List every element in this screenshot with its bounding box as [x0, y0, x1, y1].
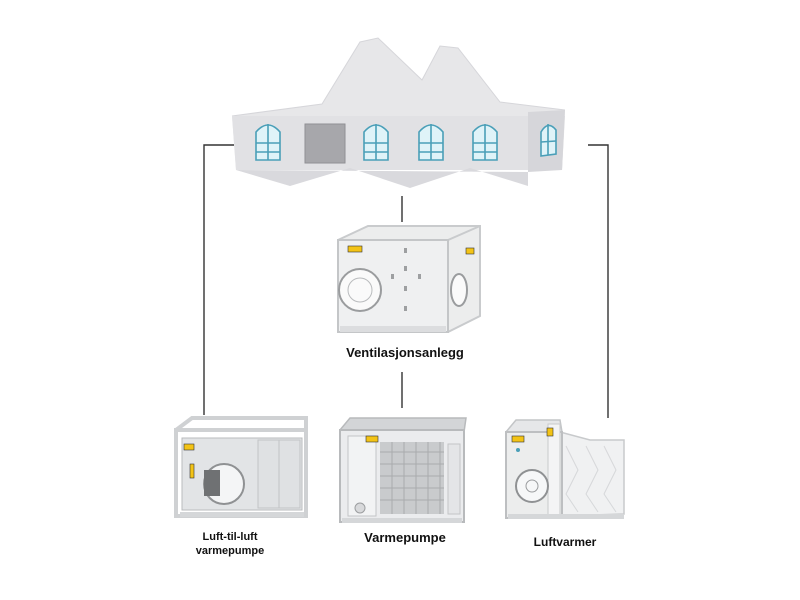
connector-lines	[203, 144, 609, 418]
ventilation-label: Ventilasjonsanlegg	[346, 345, 464, 360]
tent-illustration	[231, 37, 566, 188]
air-to-air-label-line2: varmepumpe	[195, 544, 265, 557]
yellow-label-icon	[183, 443, 195, 451]
connector-tent-to-air-heater	[588, 144, 609, 418]
tent-window	[255, 124, 281, 161]
air-heater-image	[505, 419, 625, 519]
tent-window	[472, 124, 498, 161]
yellow-label-icon	[189, 463, 195, 479]
fan-opening-icon	[515, 469, 549, 503]
yellow-label-icon	[347, 245, 363, 253]
air-heater-label: Luftvarmer	[533, 535, 597, 549]
yellow-label-icon	[511, 435, 525, 443]
tent-window	[540, 124, 557, 157]
yellow-label-icon	[546, 427, 554, 437]
ventilation-unit-image	[337, 225, 481, 333]
air-to-air-heat-pump-image	[174, 416, 308, 518]
heat-pump-image	[339, 417, 467, 523]
tent-window	[363, 124, 389, 161]
coil-grille-icon	[380, 442, 444, 514]
air-to-air-heat-pump-label: Luft-til-luft varmepumpe	[155, 531, 305, 559]
connector-tent-to-air-to-air	[203, 144, 234, 415]
yellow-label-icon	[365, 435, 379, 443]
tent-window	[418, 124, 444, 161]
air-to-air-label-line1: Luft-til-luft	[202, 531, 258, 543]
fan-opening-icon	[338, 268, 382, 312]
heat-pump-label: Varmepumpe	[364, 530, 446, 545]
yellow-label-icon	[465, 247, 475, 255]
indicator-dot-icon	[516, 448, 520, 452]
tent-door	[304, 123, 346, 164]
